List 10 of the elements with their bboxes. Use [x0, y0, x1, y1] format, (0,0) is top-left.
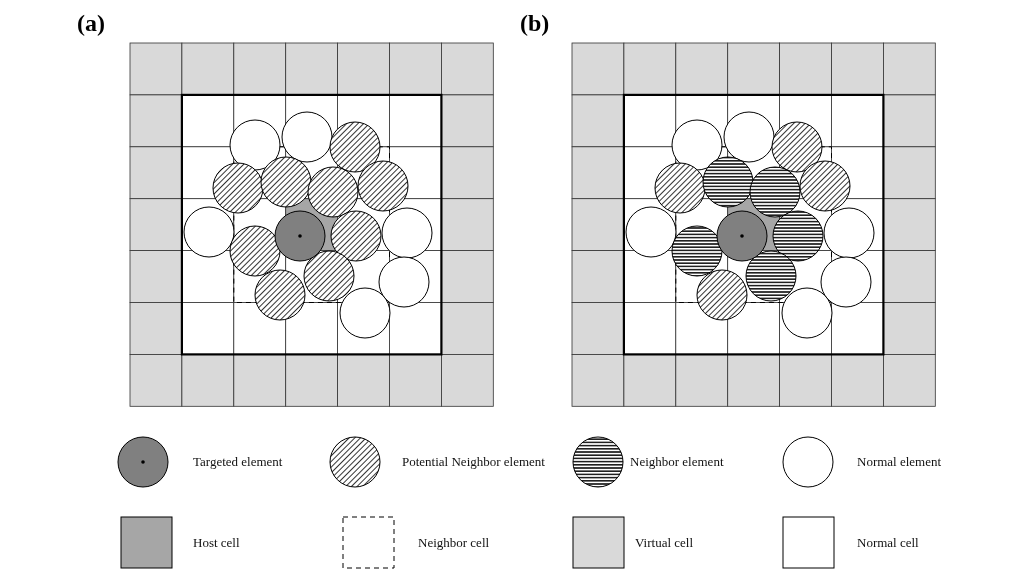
legend-label: Targeted element: [193, 454, 283, 470]
legend-label: Host cell: [193, 535, 240, 551]
panel-label: (a): [77, 10, 105, 37]
legend-label: Potential Neighbor element: [402, 454, 545, 470]
legend-label: Neighbor element: [630, 454, 724, 470]
legend-label: Neighbor cell: [418, 535, 490, 551]
legend-label: Virtual cell: [635, 535, 694, 551]
panel-label: (b): [520, 10, 550, 37]
legend-label: Normal cell: [857, 535, 919, 551]
legend-label: Normal element: [857, 454, 942, 470]
